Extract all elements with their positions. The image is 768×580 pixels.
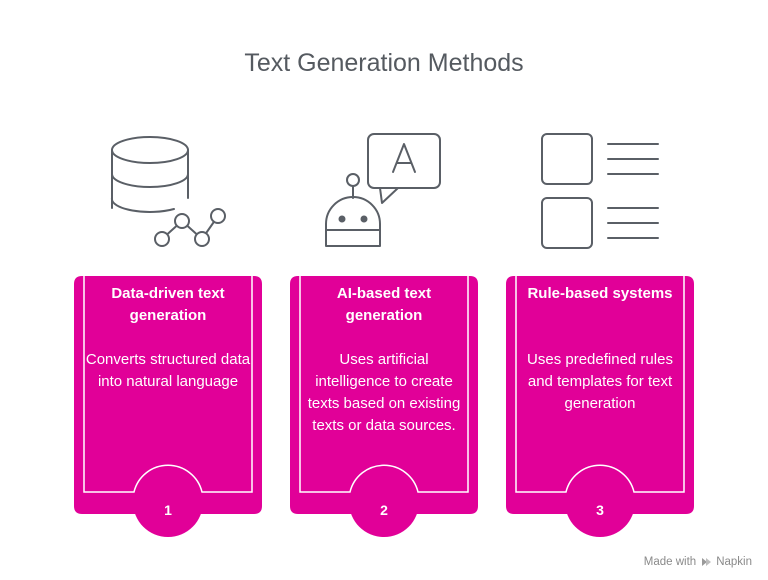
napkin-logo-icon — [702, 558, 712, 566]
footer-prefix: Made with — [643, 556, 697, 568]
page-title: Text Generation Methods — [244, 49, 524, 77]
card-title-1: Data-driven text generation — [111, 285, 225, 324]
card-shape-1 — [74, 276, 262, 537]
card-title-2: AI-based text generation — [336, 285, 432, 324]
card-number-3: 3 — [596, 502, 604, 518]
card-description-2: Uses artificial intelligence to create t… — [307, 351, 461, 434]
footer-brand: Napkin — [716, 556, 752, 568]
card-shape-2 — [290, 276, 478, 537]
card-number-2: 2 — [380, 502, 388, 518]
card-number-1: 1 — [164, 502, 172, 518]
card-shape-3 — [506, 276, 694, 537]
database-chart-icon — [110, 136, 226, 247]
card-description-3: Uses predefined rules and templates for … — [527, 351, 673, 412]
card-title-3: Rule-based systems — [527, 285, 673, 302]
footer: Made with Napkin — [644, 556, 752, 568]
card-description-1: Converts structured data into natural la… — [85, 351, 251, 390]
robot-chat-icon — [325, 133, 441, 247]
rules-list-icon — [541, 133, 659, 249]
